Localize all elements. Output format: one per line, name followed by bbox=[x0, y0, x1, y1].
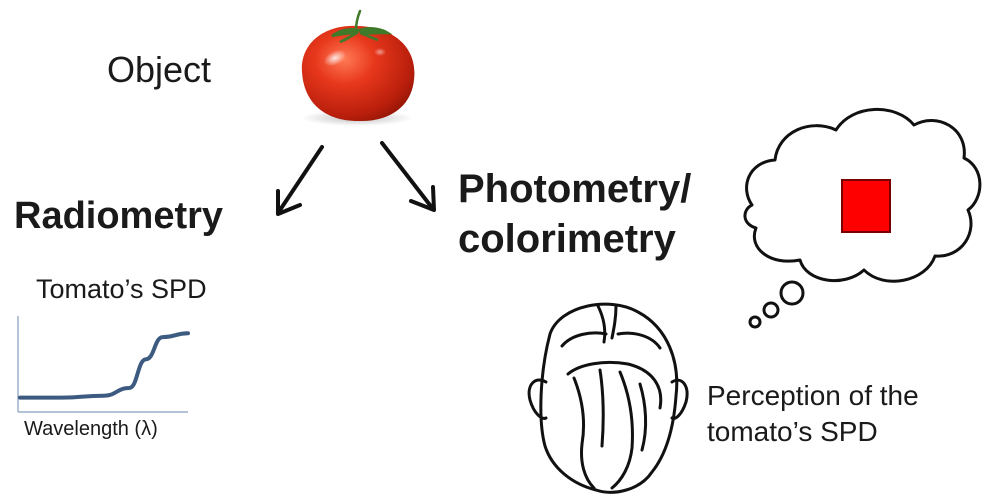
perceived-red-square bbox=[842, 180, 890, 232]
head-sketch-icon bbox=[529, 304, 687, 492]
arrow-left-down-icon bbox=[278, 147, 322, 214]
thought-bubble-small bbox=[750, 317, 760, 327]
tomato-icon bbox=[301, 11, 414, 126]
spd-chart-series-line bbox=[20, 333, 188, 397]
thought-bubble-medium bbox=[764, 303, 778, 317]
arrow-right-down-icon bbox=[382, 143, 434, 210]
spd-chart bbox=[18, 316, 188, 412]
thought-bubble-large bbox=[781, 282, 803, 304]
